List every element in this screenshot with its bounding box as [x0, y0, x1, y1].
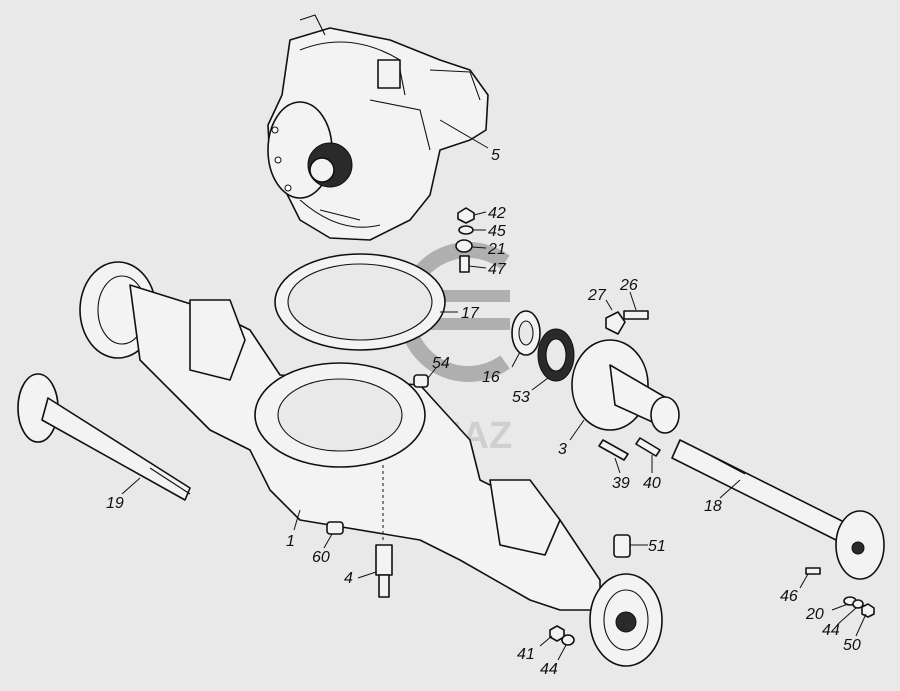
axle-housing [79, 261, 663, 667]
leader-lines [121, 119, 867, 661]
callout-60: 60 [312, 549, 330, 566]
callout-20: 20 [805, 606, 824, 623]
stud-46 [805, 567, 821, 575]
callout-17: 17 [461, 305, 480, 322]
washer-44-bottom [561, 634, 575, 646]
callout-27: 27 [587, 287, 607, 304]
callout-18: 18 [704, 498, 722, 515]
axle-shaft-19 [17, 373, 191, 501]
stud-47 [459, 255, 470, 273]
axle-shaft-18 [671, 439, 885, 580]
plug-60 [326, 521, 344, 535]
oil-seal-53 [537, 328, 575, 382]
washer-16 [511, 310, 541, 356]
callout-16: 16 [482, 369, 500, 386]
gasket [274, 253, 446, 351]
bolt-26 [623, 310, 649, 320]
fitting-27 [605, 311, 626, 335]
callout-labels: 5 42 45 21 47 17 27 26 54 16 53 3 39 40 … [106, 147, 861, 678]
callout-44-bottom: 44 [540, 661, 558, 678]
callout-4: 4 [344, 570, 353, 587]
nut-50 [861, 603, 875, 618]
washer-21 [455, 239, 473, 253]
callout-1: 1 [286, 533, 295, 550]
callout-21: 21 [487, 241, 506, 258]
callout-47: 47 [488, 261, 507, 278]
callout-3: 3 [558, 441, 567, 458]
callout-40: 40 [643, 475, 661, 492]
callout-42: 42 [488, 205, 506, 222]
callout-39: 39 [612, 475, 630, 492]
nut-42 [457, 207, 475, 224]
callout-50: 50 [843, 637, 861, 654]
callout-51: 51 [648, 538, 666, 555]
bolt-39 [598, 439, 629, 461]
main-gear-assembly [267, 14, 489, 241]
washer-44-right [852, 599, 864, 609]
callout-26: 26 [619, 277, 638, 294]
callout-44-right: 44 [822, 622, 840, 639]
wheel-hub-3 [571, 339, 680, 434]
callout-41: 41 [517, 646, 535, 663]
callout-46: 46 [780, 588, 798, 605]
plug-54 [413, 374, 429, 388]
callout-53: 53 [512, 389, 530, 406]
callout-54: 54 [432, 355, 450, 372]
callout-5: 5 [491, 147, 500, 164]
callout-19: 19 [106, 495, 124, 512]
bolt-40 [635, 437, 661, 457]
plug-51 [613, 534, 631, 558]
callout-45: 45 [488, 223, 506, 240]
washer-45 [458, 225, 474, 235]
breather-4 [375, 544, 393, 598]
